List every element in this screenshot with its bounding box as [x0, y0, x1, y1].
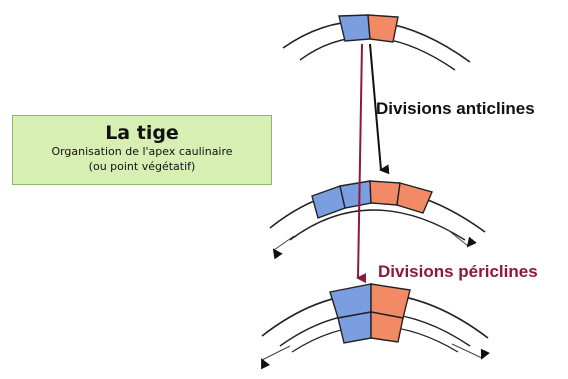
- blue-cell: [337, 311, 372, 344]
- orange-cell: [370, 311, 404, 343]
- label-periclinal-divisions: Divisions périclines: [378, 262, 538, 281]
- stage-anticlinal-arc: [269, 180, 486, 260]
- anticlinal-arrow: [369, 43, 390, 175]
- title-subtitle-line2: (ou point végétatif): [88, 160, 196, 173]
- title-heading: La tige: [105, 122, 179, 144]
- orange-cell: [396, 182, 433, 214]
- blue-cell: [338, 14, 371, 42]
- orange-cell: [367, 14, 399, 43]
- stage-periclinal-arc: [261, 283, 490, 370]
- blue-cell: [339, 180, 372, 209]
- blue-cell: [311, 185, 346, 219]
- title-subtitle-line1: Organisation de l'apex caulinaire: [51, 145, 233, 158]
- periclinal-arrow: [356, 43, 367, 284]
- label-anticlinal-divisions: Divisions anticlines: [376, 99, 535, 118]
- orange-cell: [369, 180, 401, 206]
- stage-initial-arc: [282, 14, 471, 71]
- title-box: La tige Organisation de l'apex caulinair…: [12, 115, 272, 185]
